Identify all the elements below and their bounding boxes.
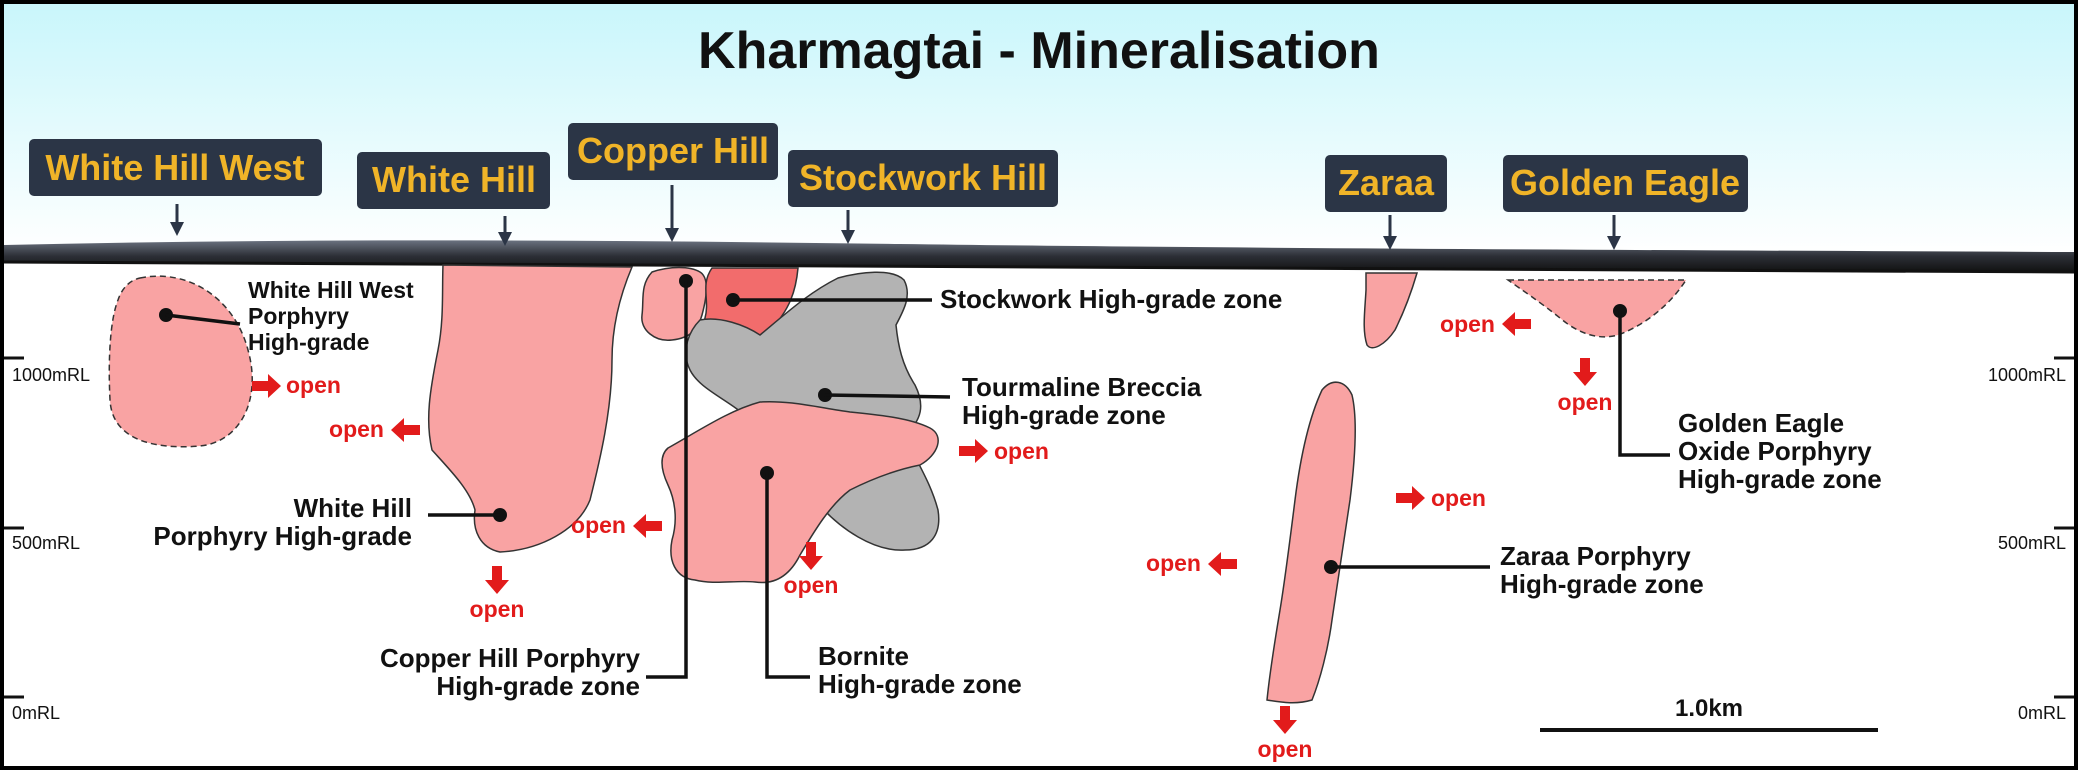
label-zaraa-line2: High-grade zone: [1500, 569, 1704, 599]
open-label: open: [784, 572, 839, 598]
label-wh-line1: White Hill: [294, 493, 412, 523]
open-label: open: [994, 438, 1049, 464]
deposit-label-stockwork-hill: Stockwork Hill: [788, 150, 1058, 244]
label-whw-line3: High-grade: [248, 329, 369, 355]
label-tourmaline-line1: Tourmaline Breccia: [962, 372, 1202, 402]
deposit-name: White Hill: [372, 159, 536, 200]
deposit-name: Stockwork Hill: [799, 157, 1047, 198]
open-label: open: [1558, 389, 1613, 415]
zaraa-upper-porphyry-body: [1363, 272, 1419, 349]
label-tourmaline-line2: High-grade zone: [962, 400, 1166, 430]
leader-stockwork: [726, 293, 932, 307]
open-label: open: [1146, 550, 1201, 576]
label-bornite-line1: Bornite: [818, 641, 909, 671]
deposit-name: Golden Eagle: [1510, 162, 1740, 203]
leader-bornite: [760, 466, 810, 679]
zaraa-porphyry-body: [1266, 381, 1357, 704]
open-label: open: [329, 416, 384, 442]
tick-label: 1000mRL: [12, 365, 90, 385]
tick-label: 1000mRL: [1988, 365, 2066, 385]
label-ge-line3: High-grade zone: [1678, 464, 1882, 494]
deposit-name: White Hill West: [45, 147, 304, 188]
ground-surface-line: [3, 260, 2075, 274]
open-arrow-right: open: [252, 372, 341, 398]
deposit-label-white-hill: White Hill: [357, 152, 550, 246]
label-whw-line1: White Hill West: [248, 277, 414, 303]
label-ch-line2: High-grade zone: [436, 671, 640, 701]
tick-label: 500mRL: [1998, 533, 2066, 553]
label-ch-line1: Copper Hill Porphyry: [380, 643, 641, 673]
label-wh-line2: Porphyry High-grade: [153, 521, 412, 551]
open-label: open: [1258, 736, 1313, 762]
white-hill-porphyry-body: [427, 264, 634, 553]
open-arrow-down: open: [784, 542, 839, 598]
elevation-axis-right: 1000mRL 500mRL 0mRL: [1988, 356, 2074, 723]
open-arrow-left: open: [329, 416, 420, 442]
leader-zaraa: [1324, 560, 1490, 574]
open-arrow-down: open: [1558, 358, 1613, 415]
open-label: open: [1431, 485, 1486, 511]
open-arrow-right: open: [1396, 485, 1486, 511]
deposit-name: Copper Hill: [577, 130, 769, 171]
leader-golden-eagle: [1613, 304, 1670, 457]
leader-copper-hill: [646, 274, 693, 679]
deposit-label-copper-hill: Copper Hill: [568, 123, 778, 242]
open-arrow-left: open: [1146, 550, 1237, 576]
white-hill-west-porphyry-body: [108, 275, 253, 448]
label-bornite-line2: High-grade zone: [818, 669, 1022, 699]
sky-background: [4, 4, 2074, 254]
label-stockwork: Stockwork High-grade zone: [940, 284, 1282, 314]
tick-label: 0mRL: [12, 703, 60, 723]
open-arrow-down: open: [1258, 706, 1313, 762]
open-label: open: [470, 596, 525, 622]
label-whw-line2: Porphyry: [248, 303, 349, 329]
golden-eagle-oxide-body: [1505, 279, 1688, 338]
scale-bar: 1.0km: [1540, 695, 1878, 732]
open-label: open: [1440, 311, 1495, 337]
elevation-axis-left: 1000mRL 500mRL 0mRL: [4, 356, 90, 723]
leader-tourmaline: [818, 388, 951, 402]
deposit-name: Zaraa: [1338, 162, 1435, 203]
scale-bar-label: 1.0km: [1675, 695, 1743, 722]
page-title: Kharmagtai - Mineralisation: [698, 22, 1380, 80]
bornite-porphyry-body: [661, 400, 939, 584]
open-label: open: [571, 512, 626, 538]
deposit-label-zaraa: Zaraa: [1325, 155, 1447, 250]
open-label: open: [286, 372, 341, 398]
label-ge-line2: Oxide Porphyry: [1678, 436, 1872, 466]
tick-label: 0mRL: [2018, 703, 2066, 723]
leader-white-hill: [428, 508, 507, 522]
open-arrow-right: open: [959, 438, 1049, 464]
deposit-label-golden-eagle: Golden Eagle: [1503, 155, 1748, 250]
leader-white-hill-west: [159, 308, 241, 326]
tick-label: 500mRL: [12, 533, 80, 553]
deposit-label-white-hill-west: White Hill West: [29, 139, 322, 236]
open-arrow-left: open: [1440, 311, 1531, 337]
label-ge-line1: Golden Eagle: [1678, 408, 1844, 438]
open-arrow-left: open: [571, 512, 662, 538]
open-arrow-down: open: [470, 566, 525, 622]
label-zaraa-line1: Zaraa Porphyry: [1500, 541, 1691, 571]
